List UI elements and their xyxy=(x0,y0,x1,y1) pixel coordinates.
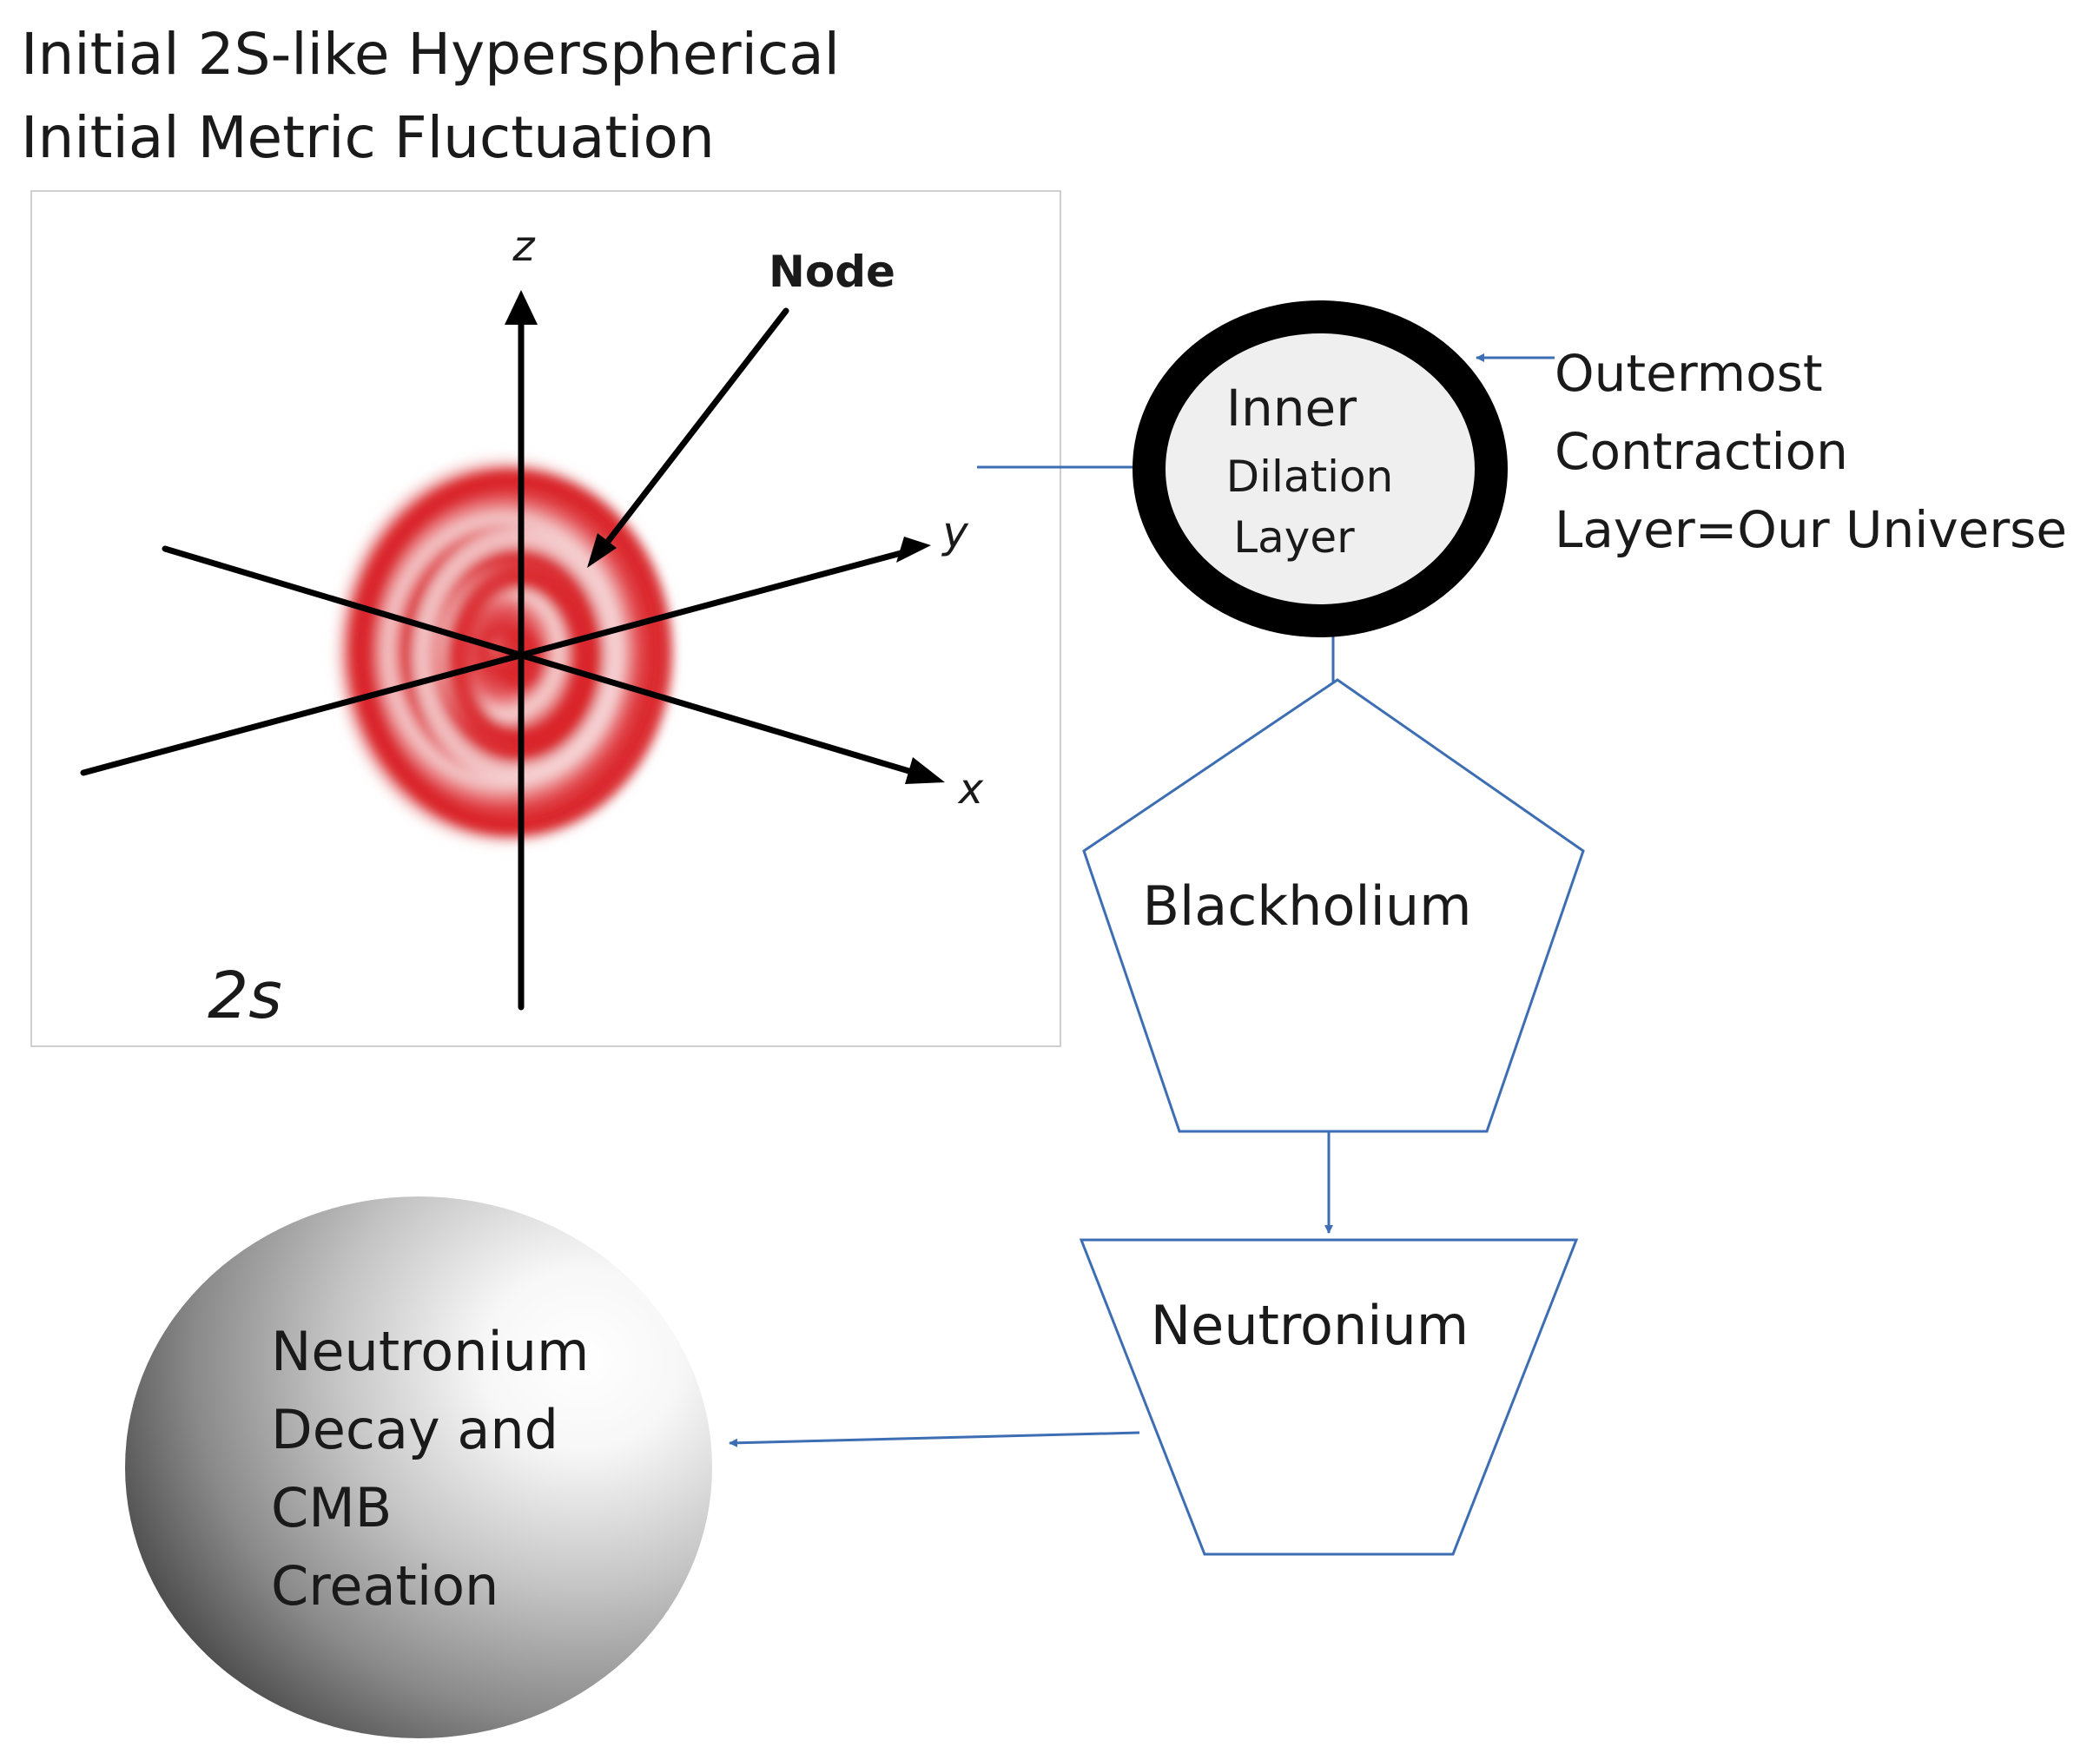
z-axis-arrowhead xyxy=(505,290,538,325)
x-axis-label: x xyxy=(957,765,984,814)
sphere-label-line-3: CMB xyxy=(271,1476,392,1539)
arrow-trapezoid-to-sphere xyxy=(729,1431,1140,1447)
z-axis-label: z xyxy=(512,222,536,271)
sphere-label-line-1: Neutronium xyxy=(271,1320,589,1383)
coordinate-axes xyxy=(80,307,933,1011)
pentagon-shape xyxy=(1082,678,1585,1133)
sphere-label-line-4: Creation xyxy=(271,1554,499,1618)
outer-label-line-1: Outermost xyxy=(1555,344,1823,403)
y-axis-arrowhead xyxy=(896,537,931,563)
title-line-2: Initial Metric Fluctuation xyxy=(21,104,715,171)
neutronium-node: Neutronium xyxy=(1079,1238,1579,1556)
orbital-panel: z y x Node 2s xyxy=(30,190,1061,1047)
inner-label-line-1: Inner xyxy=(1226,379,1357,438)
outer-label-line-2: Contraction xyxy=(1555,422,1848,481)
y-axis xyxy=(80,548,911,776)
dilation-contraction-ring xyxy=(1133,300,1508,637)
orbital-2s-label: 2s xyxy=(208,959,282,1033)
blackholium-node: Blackholium xyxy=(1082,678,1585,1133)
title-line-1: Initial 2S-like Hyperspherical xyxy=(21,21,841,88)
x-axis xyxy=(162,545,933,781)
neutronium-label: Neutronium xyxy=(1151,1294,1469,1357)
blackholium-label: Blackholium xyxy=(1142,874,1471,938)
y-axis-label: y xyxy=(941,507,969,557)
outer-label-line-3: Layer=Our Universe xyxy=(1555,500,2067,559)
inner-label-line-3: Layer xyxy=(1233,512,1355,563)
node-pointer-line xyxy=(591,307,789,562)
inner-label-line-2: Dilation xyxy=(1226,452,1394,502)
node-pointer-arrowhead xyxy=(587,533,617,568)
layer-circle: Inner Dilation Layer Outermost Contracti… xyxy=(1133,300,2067,637)
node-label: Node xyxy=(769,247,895,297)
x-axis-arrowhead xyxy=(905,757,945,784)
sphere-label-line-2: Decay and xyxy=(271,1398,558,1461)
trapezoid-shape xyxy=(1079,1238,1579,1556)
sphere-shape xyxy=(125,1196,712,1738)
cmb-sphere-node: Neutronium Decay and CMB Creation xyxy=(125,1196,712,1738)
